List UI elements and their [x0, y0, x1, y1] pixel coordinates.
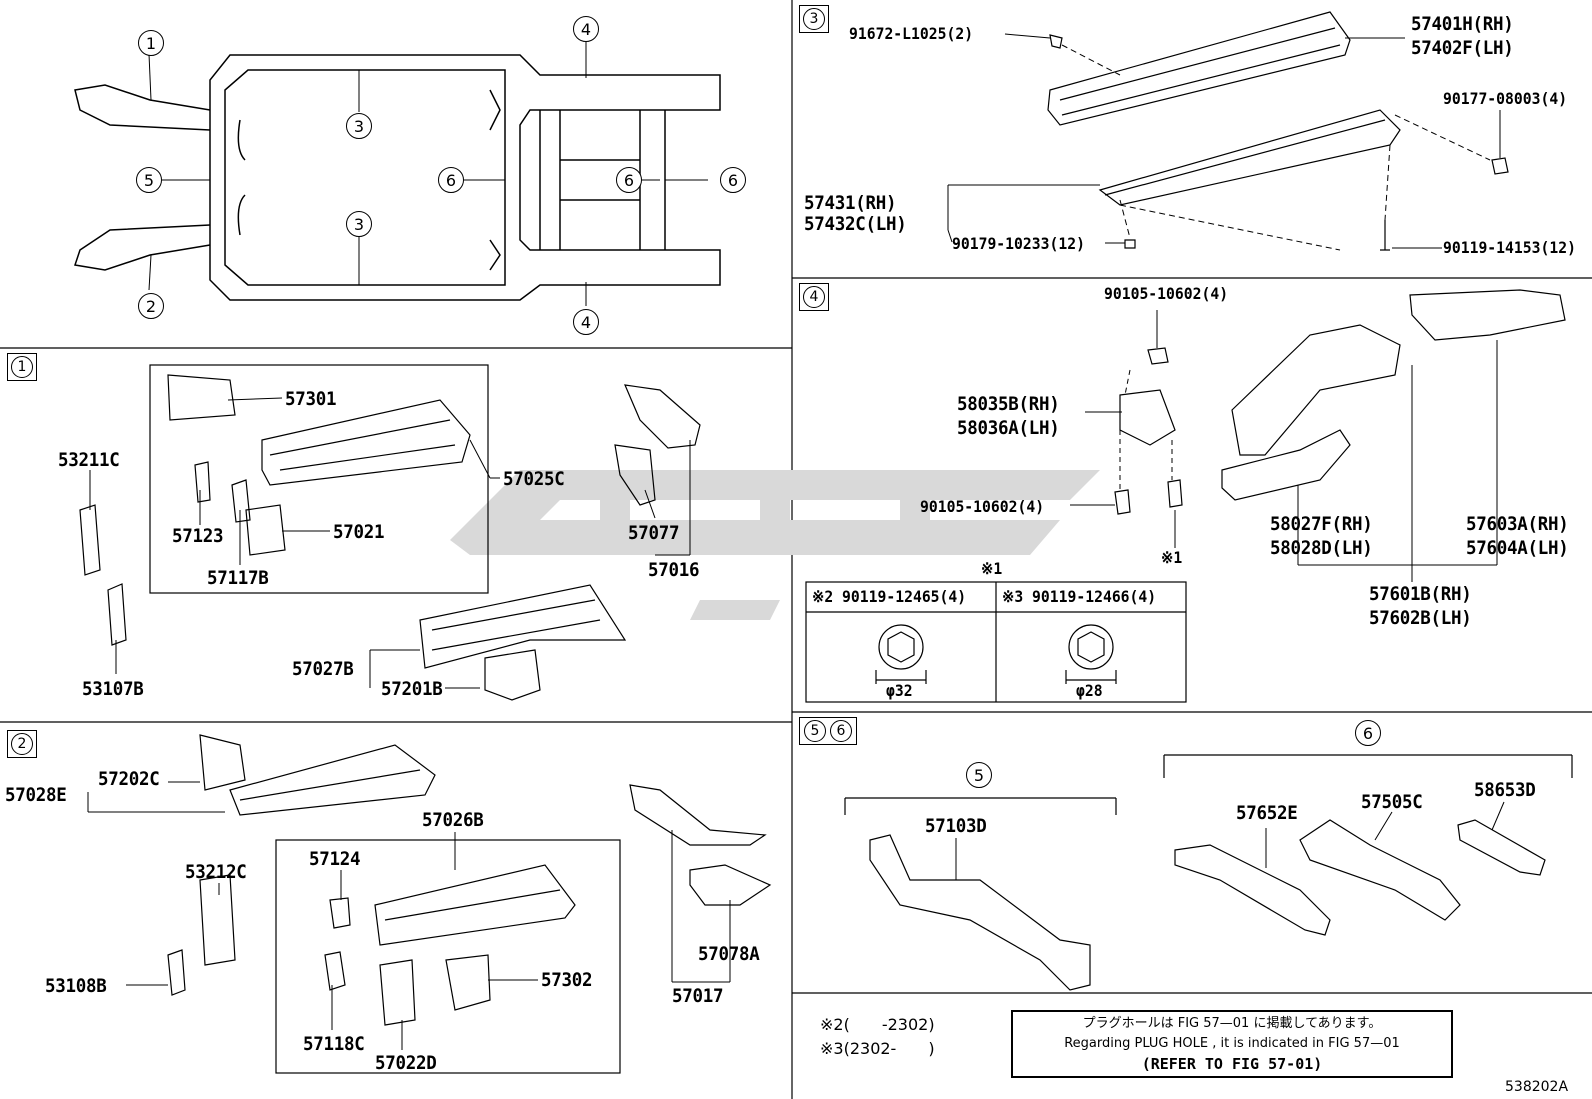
part-label-57028E[interactable]: 57028E — [5, 784, 67, 806]
section2-leaders — [87, 781, 731, 1050]
section4-drawing — [805, 289, 1566, 703]
watermark-logo — [450, 470, 1100, 620]
part-label-58653D[interactable]: 58653D — [1474, 779, 1536, 801]
callout-circle-3-top: 3 — [346, 113, 372, 139]
ref-mark-1-table: ※1 — [981, 559, 1003, 578]
section56-leaders — [955, 801, 1505, 880]
section-marker-6-label: 6 — [830, 720, 852, 742]
section-marker-5-label: 5 — [804, 720, 826, 742]
note-box-line3[interactable]: (REFER TO FIG 57-01) — [1141, 1055, 1323, 1073]
callout-circle-4-top: 4 — [573, 16, 599, 42]
part-label-53108B[interactable]: 53108B — [45, 975, 107, 997]
part-label-57103D[interactable]: 57103D — [925, 815, 987, 837]
part-label-57021[interactable]: 57021 — [333, 521, 385, 543]
section-marker-3-label: 3 — [803, 8, 825, 30]
part-label-90119-14153[interactable]: 90119-14153(12) — [1443, 238, 1576, 257]
section4-dashed — [1119, 369, 1173, 490]
part-label-57078A[interactable]: 57078A — [698, 943, 760, 965]
section-marker-1-label: 1 — [11, 356, 33, 378]
section2-drawing — [167, 734, 772, 1074]
section-marker-4: 4 — [799, 283, 829, 311]
section3-leaders — [947, 33, 1501, 249]
section3-drawing — [1047, 11, 1509, 251]
part-label-57077[interactable]: 57077 — [628, 522, 680, 544]
note-box-line1: プラグホールは FIG 57—01 に掲載してあります。 — [1082, 1016, 1382, 1031]
figure-id: 538202A — [1505, 1079, 1569, 1095]
section4-leaders — [1070, 310, 1498, 582]
part-label-58027F-RH[interactable]: 58027F(RH) — [1270, 513, 1373, 535]
part-label-57016[interactable]: 57016 — [648, 559, 700, 581]
callout-circle-6-b: 6 — [616, 167, 642, 193]
part-label-57123[interactable]: 57123 — [172, 525, 224, 547]
part-label-57603A-RH[interactable]: 57603A(RH) — [1466, 513, 1569, 535]
part-label-57431-RH[interactable]: 57431(RH) — [804, 192, 897, 214]
part-label-57027B[interactable]: 57027B — [292, 658, 354, 680]
section-marker-2-label: 2 — [11, 733, 33, 755]
part-label-53107B[interactable]: 53107B — [82, 678, 144, 700]
part-label-90105-10602-bottom[interactable]: 90105-10602(4) — [920, 497, 1045, 516]
part-label-58028D-LH[interactable]: 58028D(LH) — [1270, 537, 1373, 559]
part-label-91672-L1025[interactable]: 91672-L1025(2) — [849, 24, 974, 43]
part-label-57302[interactable]: 57302 — [541, 969, 593, 991]
group-circle-6: 6 — [1355, 720, 1381, 746]
group-circle-5: 5 — [966, 762, 992, 788]
plug-hole-note-box: プラグホールは FIG 57—01 に掲載してあります。 Regarding P… — [1011, 1010, 1453, 1078]
note-box-line2: Regarding PLUG HOLE , it is indicated in… — [1064, 1036, 1400, 1051]
section1-leaders — [89, 397, 691, 689]
part-label-57401H-RH[interactable]: 57401H(RH) — [1411, 13, 1514, 35]
part-label-57201B[interactable]: 57201B — [381, 678, 443, 700]
callout-circle-5: 5 — [136, 167, 162, 193]
overview-leaders — [148, 42, 708, 306]
callout-circle-4-bottom: 4 — [573, 309, 599, 335]
note-2-range: ※2( -2302) — [820, 1015, 935, 1034]
part-label-57117B[interactable]: 57117B — [207, 567, 269, 589]
part-label-57118C[interactable]: 57118C — [303, 1033, 365, 1055]
part-label-90177-08003[interactable]: 90177-08003(4) — [1443, 89, 1568, 108]
part-label-57652E[interactable]: 57652E — [1236, 802, 1298, 824]
bolt-spec-left[interactable]: ※2 90119-12465(4) — [812, 587, 967, 606]
part-label-90105-10602-top[interactable]: 90105-10602(4) — [1104, 284, 1229, 303]
part-label-53212C[interactable]: 53212C — [185, 861, 247, 883]
section-marker-4-label: 4 — [803, 286, 825, 308]
ref-mark-1-bolt: ※1 — [1161, 548, 1183, 567]
section-marker-3: 3 — [799, 5, 829, 33]
note-3-range: ※3(2302- ) — [820, 1039, 935, 1058]
part-label-57301[interactable]: 57301 — [285, 388, 337, 410]
part-label-57124[interactable]: 57124 — [309, 848, 361, 870]
bolt-spec-right[interactable]: ※3 90119-12466(4) — [1002, 587, 1157, 606]
callout-circle-6-a: 6 — [438, 167, 464, 193]
part-label-57601B-RH[interactable]: 57601B(RH) — [1369, 583, 1472, 605]
callout-circle-6-c: 6 — [720, 167, 746, 193]
part-label-57602B-LH[interactable]: 57602B(LH) — [1369, 607, 1472, 629]
dimension-left: φ32 — [886, 681, 913, 700]
section-marker-1: 1 — [7, 353, 37, 381]
part-label-57025C[interactable]: 57025C — [503, 468, 565, 490]
part-label-57604A-LH[interactable]: 57604A(LH) — [1466, 537, 1569, 559]
part-label-57402F-LH[interactable]: 57402F(LH) — [1411, 37, 1514, 59]
callout-circle-1: 1 — [138, 30, 164, 56]
part-label-57432C-LH[interactable]: 57432C(LH) — [804, 213, 907, 235]
callout-circle-3-bottom: 3 — [346, 211, 372, 237]
callout-circle-2: 2 — [138, 293, 164, 319]
part-label-57026B[interactable]: 57026B — [422, 809, 484, 831]
part-label-58035B-RH[interactable]: 58035B(RH) — [957, 393, 1060, 415]
part-label-57505C[interactable]: 57505C — [1361, 791, 1423, 813]
part-label-58036A-LH[interactable]: 58036A(LH) — [957, 417, 1060, 439]
part-label-90179-10233[interactable]: 90179-10233(12) — [952, 234, 1085, 253]
section-marker-5-6: 5 6 — [799, 717, 857, 745]
part-label-57022D[interactable]: 57022D — [375, 1052, 437, 1074]
dimension-right: φ28 — [1076, 681, 1103, 700]
section-marker-2: 2 — [7, 730, 37, 758]
section3-dashed — [1061, 44, 1491, 251]
part-label-57202C[interactable]: 57202C — [98, 768, 160, 790]
section56-drawing — [844, 754, 1573, 991]
part-label-57017[interactable]: 57017 — [672, 985, 724, 1007]
part-label-53211C[interactable]: 53211C — [58, 449, 120, 471]
